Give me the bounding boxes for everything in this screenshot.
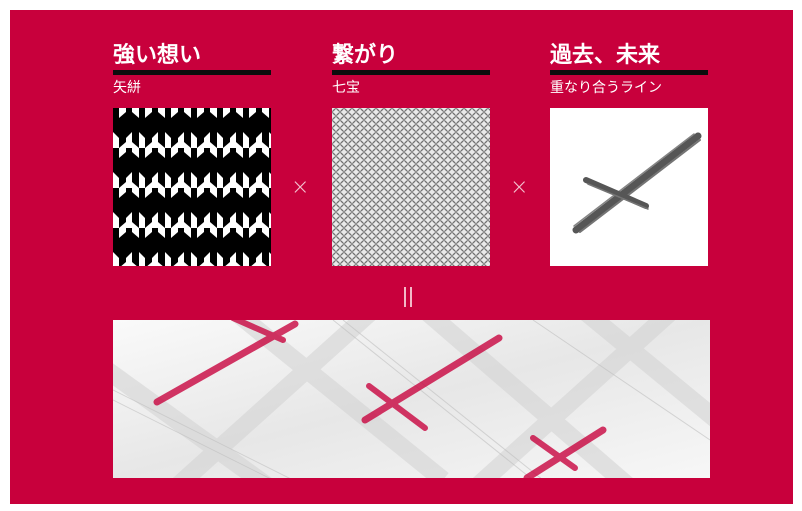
- shippo-pattern-image: [332, 108, 490, 266]
- title-underline-bar: [113, 70, 271, 75]
- multiply-sign: ×: [291, 175, 310, 200]
- concept-column-connection: 繋がり 七宝: [332, 43, 490, 97]
- concept-subtitle: 七宝: [332, 80, 360, 96]
- crossed-brush-lines-image: [550, 108, 708, 266]
- combined-result-image: [113, 320, 710, 478]
- yagasuri-pattern-image: [113, 108, 271, 266]
- concept-title: 過去、未来: [550, 43, 661, 68]
- concept-subtitle: 重なり合うライン: [550, 80, 662, 96]
- title-underline-bar: [332, 70, 490, 75]
- title-underline-bar: [550, 70, 708, 75]
- concept-title: 強い想い: [113, 43, 202, 68]
- equals-sign: [404, 287, 412, 307]
- concept-title: 繋がり: [332, 43, 399, 68]
- concept-column-past-future: 過去、未来 重なり合うライン: [550, 43, 708, 97]
- multiply-sign: ×: [510, 175, 529, 200]
- concept-subtitle: 矢絣: [113, 80, 141, 96]
- red-panel: 強い想い 矢絣 繋がり 七宝 過去、未来 重なり合うライン: [10, 10, 793, 504]
- concept-column-strong-will: 強い想い 矢絣: [113, 43, 271, 97]
